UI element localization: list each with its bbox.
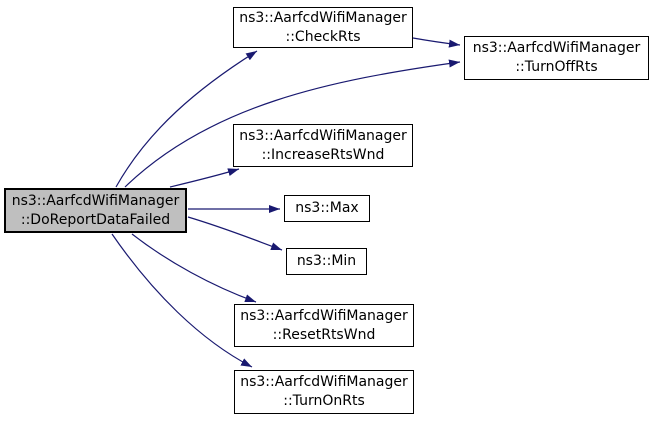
node-turnonrts[interactable]: ns3::AarfcdWifiManager ::TurnOnRts — [234, 370, 414, 414]
edge-main-to-turnoffrts — [124, 59, 461, 188]
node-label-line1: ns3::Max — [295, 200, 359, 216]
node-doreportdatafailed: ns3::AarfcdWifiManager ::DoReportDataFai… — [4, 188, 187, 233]
node-label-line1: ns3::AarfcdWifiManager — [472, 40, 641, 56]
node-label-line2: ::DoReportDataFailed — [20, 211, 171, 228]
node-label-line2: ::TurnOnRts — [283, 393, 365, 409]
edge-main-to-increasertswnd — [169, 168, 240, 188]
node-turnoffrts[interactable]: ns3::AarfcdWifiManager ::TurnOffRts — [464, 36, 649, 80]
edge-checkrts-to-turnoffrts — [412, 37, 461, 48]
node-checkrts[interactable]: ns3::AarfcdWifiManager ::CheckRts — [233, 7, 413, 48]
node-label-line1: ns3::AarfcdWifiManager — [239, 127, 407, 144]
edge-main-to-checkrts — [115, 50, 258, 188]
node-label-line1: ns3::AarfcdWifiManager — [240, 374, 408, 390]
node-label-line1: ns3::AarfcdWifiManager — [239, 9, 407, 26]
node-label-line2: ::ResetRtsWnd — [272, 326, 376, 343]
node-max[interactable]: ns3::Max — [284, 195, 370, 222]
node-resetrtswnd[interactable]: ns3::AarfcdWifiManager ::ResetRtsWnd — [234, 304, 414, 347]
node-label-line2: ::CheckRts — [285, 28, 361, 45]
node-label-line1: ns3::AarfcdWifiManager — [240, 307, 408, 324]
node-increasertswnd[interactable]: ns3::AarfcdWifiManager ::IncreaseRtsWnd — [233, 124, 413, 167]
edge-main-to-turnonrts — [111, 233, 253, 368]
node-label-line2: ::TurnOffRts — [515, 59, 598, 75]
node-label-line2: ::IncreaseRtsWnd — [261, 146, 385, 163]
node-label-line1: ns3::Min — [296, 253, 357, 269]
node-label-line1: ns3::AarfcdWifiManager — [11, 192, 180, 209]
edge-main-to-min — [187, 216, 283, 251]
node-min[interactable]: ns3::Min — [286, 248, 367, 275]
edge-main-to-resetrtswnd — [131, 233, 257, 303]
